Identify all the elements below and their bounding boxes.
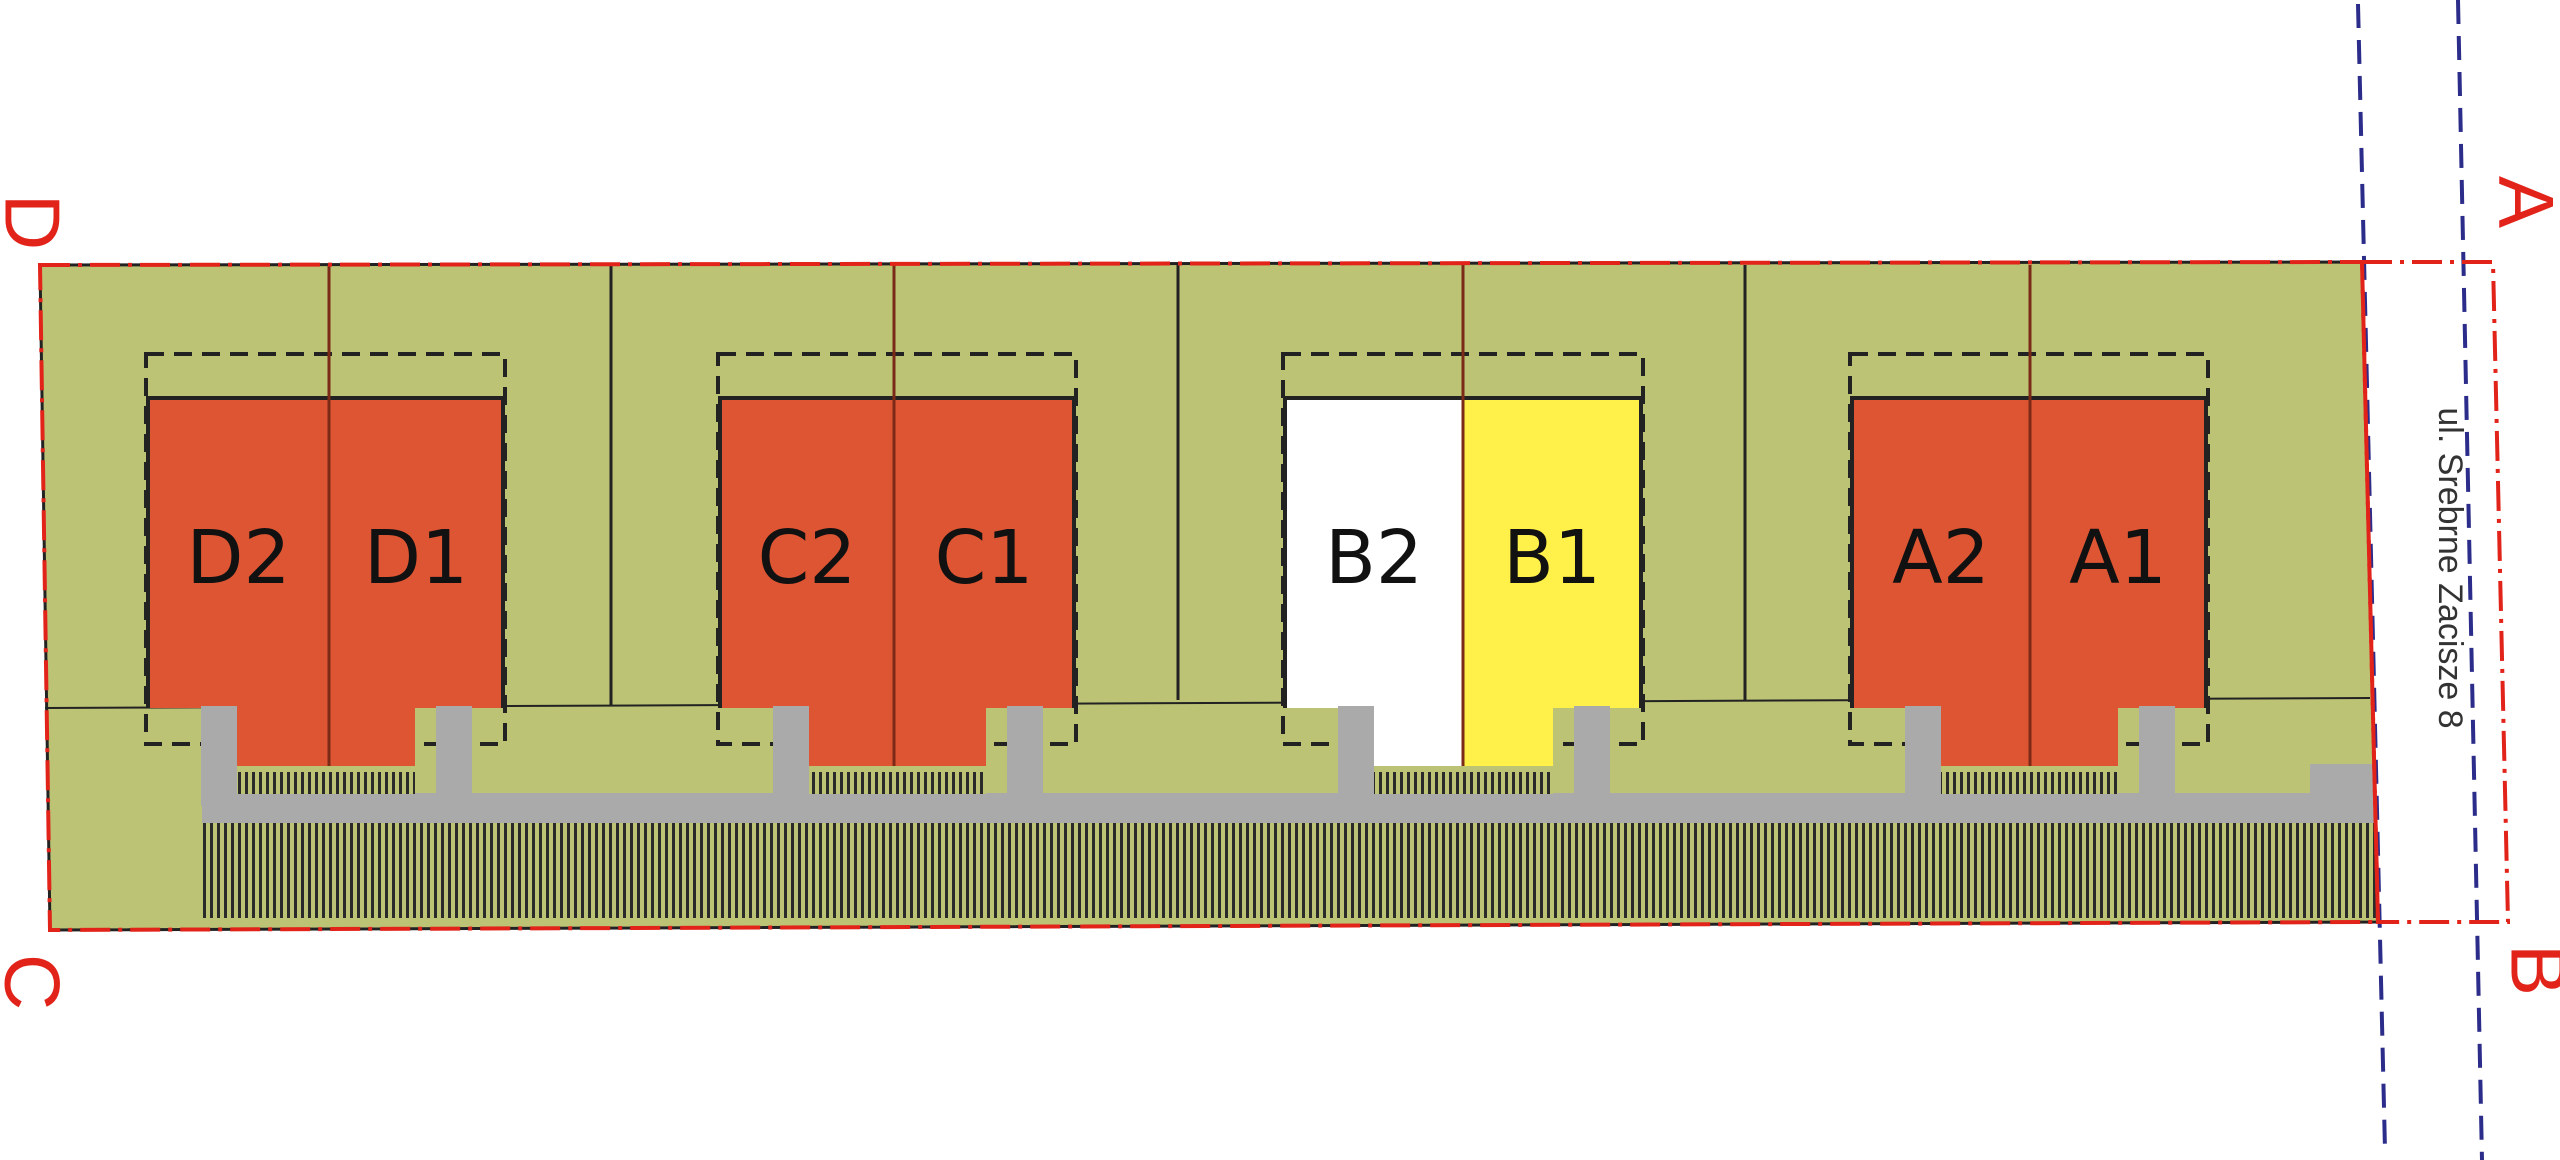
unit-a1: A1	[2030, 398, 2206, 766]
unit-body	[1852, 398, 2030, 708]
road-line-left	[2356, 3, 2387, 1151]
access-path-1	[1338, 706, 1374, 806]
building-outline	[718, 396, 1076, 708]
building-d2-d1: D2 D1	[144, 265, 507, 806]
access-path-2	[2139, 706, 2175, 806]
unit-annex	[1463, 708, 1553, 766]
unit-body	[2030, 398, 2206, 708]
unit-d2: D2	[148, 398, 329, 766]
unit-annex	[894, 708, 986, 766]
road-line-right	[2456, 0, 2484, 1160]
unit-annex	[329, 708, 415, 766]
unit-c1: C1	[894, 398, 1074, 766]
unit-body	[720, 398, 894, 708]
unit-a2: A2	[1852, 398, 2030, 766]
buildings: D2 D1 C2 C1 B2 B1 A2 A1	[144, 265, 2210, 806]
unit-b2: B2	[1285, 398, 1463, 766]
access-path-1	[1905, 706, 1941, 806]
access-path-1	[773, 706, 809, 806]
unit-label-a1: A1	[2069, 515, 2167, 601]
unit-c2: C2	[720, 398, 894, 766]
annex-hatch	[1940, 772, 2118, 794]
unit-label-c1: C1	[935, 515, 1034, 601]
unit-annex	[2030, 708, 2118, 766]
building-b2-b1: B2 B1	[1281, 265, 1645, 806]
corner-label-b: B	[2494, 944, 2560, 996]
unit-body	[329, 398, 503, 708]
unit-body	[894, 398, 1074, 708]
unit-b1: B1	[1463, 398, 1641, 766]
unit-d1: D1	[329, 398, 503, 766]
building-a2-a1: A2 A1	[1848, 265, 2210, 806]
road-edge-lines	[2356, 0, 2484, 1160]
unit-body	[148, 398, 329, 708]
street-label: ul. Srebrne Zacisze 8	[2431, 407, 2469, 728]
access-path-2	[1007, 706, 1043, 806]
unit-label-d1: D1	[364, 515, 468, 601]
unit-label-d2: D2	[186, 515, 290, 601]
unit-annex	[236, 708, 329, 766]
unit-annex	[1940, 708, 2030, 766]
access-path-1	[201, 706, 237, 806]
unit-body	[1285, 398, 1463, 708]
annex-hatch	[236, 772, 415, 794]
corner-label-c: C	[0, 954, 76, 1010]
unit-label-c2: C2	[758, 515, 857, 601]
access-path-2	[1574, 706, 1610, 806]
building-c2-c1: C2 C1	[716, 265, 1078, 806]
corner-label-a: A	[2482, 176, 2560, 228]
unit-annex	[808, 708, 894, 766]
unit-annex	[1373, 708, 1463, 766]
annex-hatch	[808, 772, 986, 794]
driveway	[202, 764, 2376, 823]
unit-label-b1: B1	[1503, 515, 1601, 601]
unit-label-a2: A2	[1892, 515, 1990, 601]
unit-label-b2: B2	[1325, 515, 1423, 601]
road-strip-boundary	[2359, 260, 2511, 924]
unit-body	[1463, 398, 1641, 708]
annex-hatch	[1373, 772, 1553, 794]
building-outline	[146, 396, 505, 708]
corner-label-d: D	[0, 194, 76, 250]
access-path-2	[436, 706, 472, 806]
parking-strip	[202, 822, 2376, 918]
